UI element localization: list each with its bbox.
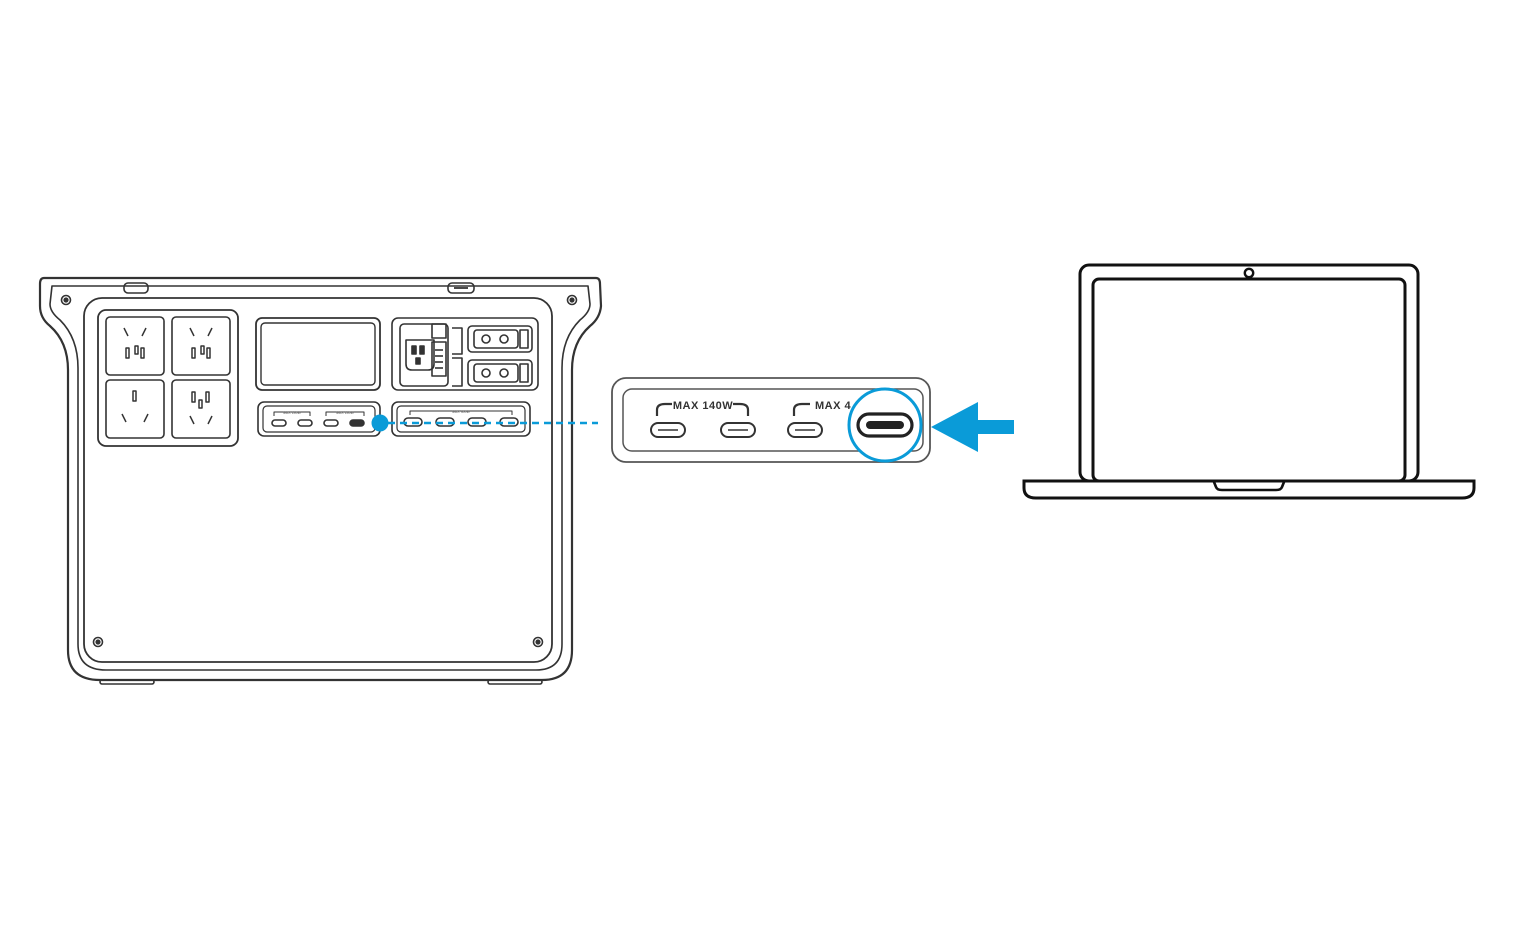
zoom-usb-port-3 — [787, 422, 823, 438]
usb-port-3 — [323, 419, 339, 427]
dc-group-micro-label: MAX 300W — [452, 410, 470, 414]
station-top-tab-left — [123, 282, 149, 294]
station-inner-shell — [49, 285, 591, 671]
station-foot-left — [99, 679, 155, 685]
ac-outlet-group — [97, 309, 239, 447]
usb-port-1 — [271, 419, 287, 427]
callout-dot — [371, 414, 389, 432]
station-outer-shell — [38, 276, 603, 682]
ac-outlet-4 — [171, 379, 231, 439]
laptop-trackpad-notch — [1212, 481, 1286, 492]
zoom-group-1-bracket — [655, 402, 672, 416]
station-screws — [60, 294, 578, 648]
station-display-screen — [260, 322, 376, 386]
laptop-camera — [1243, 267, 1255, 279]
laptop-icon — [1022, 263, 1476, 500]
power-station: MAX 140W MAX 140W MAX 300W — [38, 276, 603, 685]
station-foot-right — [487, 679, 543, 685]
dc-output-strip — [391, 401, 531, 437]
laptop-base — [1022, 479, 1476, 500]
ac-outlet-2 — [171, 316, 231, 376]
zoom-panel-outer — [611, 377, 931, 463]
ac-input-port — [399, 323, 449, 387]
usb-group-1-micro-label: MAX 140W — [283, 411, 301, 415]
zoom-port-panel — [611, 377, 931, 463]
usb-port-4-highlighted — [349, 419, 365, 427]
dc-input-lower — [467, 359, 533, 387]
zoom-group-2-label: MAX 4 — [815, 400, 852, 412]
usb-port-strip — [257, 401, 381, 437]
callout-connector — [371, 414, 598, 432]
zoom-usb-port-1 — [650, 422, 686, 438]
laptop-screen-outer — [1078, 263, 1420, 483]
zoom-group-1-label: MAX 140W — [673, 400, 733, 412]
usb-port-2 — [297, 419, 313, 427]
arrow-left-icon — [931, 402, 1014, 452]
usb-group-2-micro-label: MAX 140W — [336, 411, 354, 415]
station-display-outer — [255, 317, 381, 391]
zoom-group-2-bracket — [792, 402, 810, 416]
zoom-usb-port-2 — [720, 422, 756, 438]
station-front-panel — [83, 297, 553, 663]
highlighted-usb-c-port — [856, 412, 914, 438]
ac-outlet-1 — [105, 316, 165, 376]
dc-input-upper — [467, 325, 533, 353]
laptop-screen-inner — [1091, 277, 1407, 483]
input-port-block — [391, 317, 539, 391]
station-top-tab-right — [447, 282, 475, 294]
ac-outlet-3 — [105, 379, 165, 439]
zoom-panel-inner — [622, 388, 924, 452]
